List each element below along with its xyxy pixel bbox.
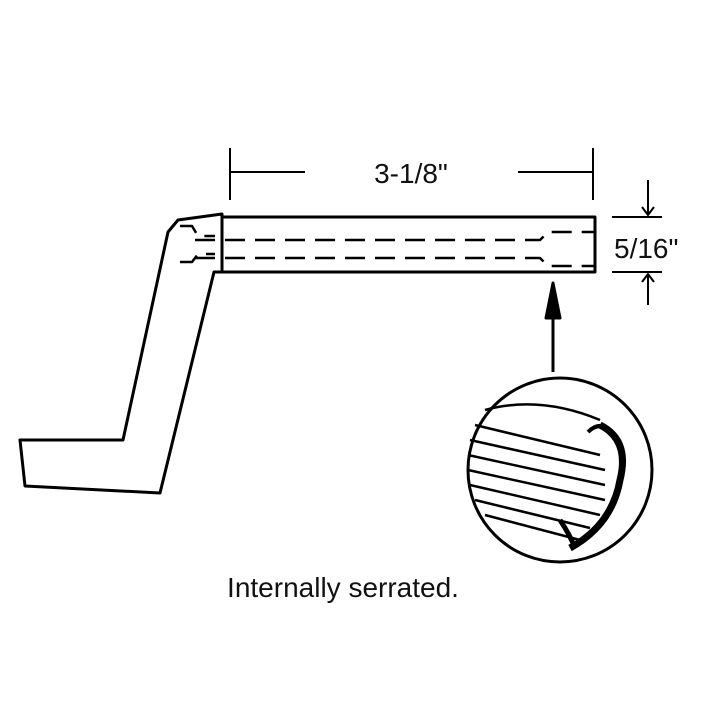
shaft-tube [220,215,597,274]
caption: Internally serrated. [227,572,459,603]
length-dimension-lines [229,148,594,200]
crank-arm [18,212,224,495]
diameter-dimension-lines [612,180,662,305]
arrow-head [544,281,562,320]
internal-bore-hidden-lines [180,224,595,268]
serration-lines [467,403,626,552]
diameter-dimension-label: 5/16" [614,233,678,264]
length-dimension-label: 3-1/8" [374,158,448,189]
